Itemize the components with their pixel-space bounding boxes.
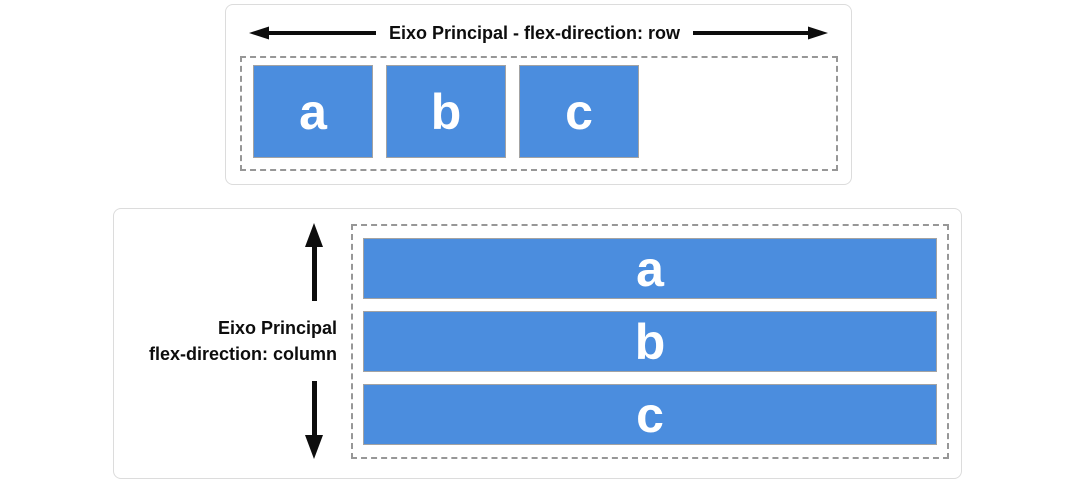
- row-flex-item-a: a: [253, 65, 373, 158]
- column-flex-item-c: c: [363, 384, 937, 445]
- column-flex-item-a: a: [363, 238, 937, 299]
- row-axis: Eixo Principal - flex-direction: row: [226, 21, 851, 45]
- down-arrow-icon: [305, 381, 323, 459]
- column-axis-label-line1: Eixo Principal: [217, 318, 337, 338]
- right-arrow-icon: [693, 26, 829, 40]
- row-flex-container: a b c: [240, 56, 838, 171]
- row-flex-item-b: b: [386, 65, 506, 158]
- row-flex-item-c: c: [519, 65, 639, 158]
- left-arrow-icon: [248, 26, 376, 40]
- column-flex-item-b: b: [363, 311, 937, 372]
- column-flex-container: a b c: [351, 224, 949, 459]
- column-axis-label-line2: flex-direction: column: [148, 344, 337, 364]
- column-axis-label: Eixo Principal flex-direction: column: [114, 315, 337, 367]
- column-diagram-panel: Eixo Principal flex-direction: column a …: [113, 208, 962, 479]
- up-arrow-icon: [305, 223, 323, 301]
- row-axis-label: Eixo Principal - flex-direction: row: [388, 23, 681, 43]
- row-diagram-panel: Eixo Principal - flex-direction: row a b…: [225, 4, 852, 185]
